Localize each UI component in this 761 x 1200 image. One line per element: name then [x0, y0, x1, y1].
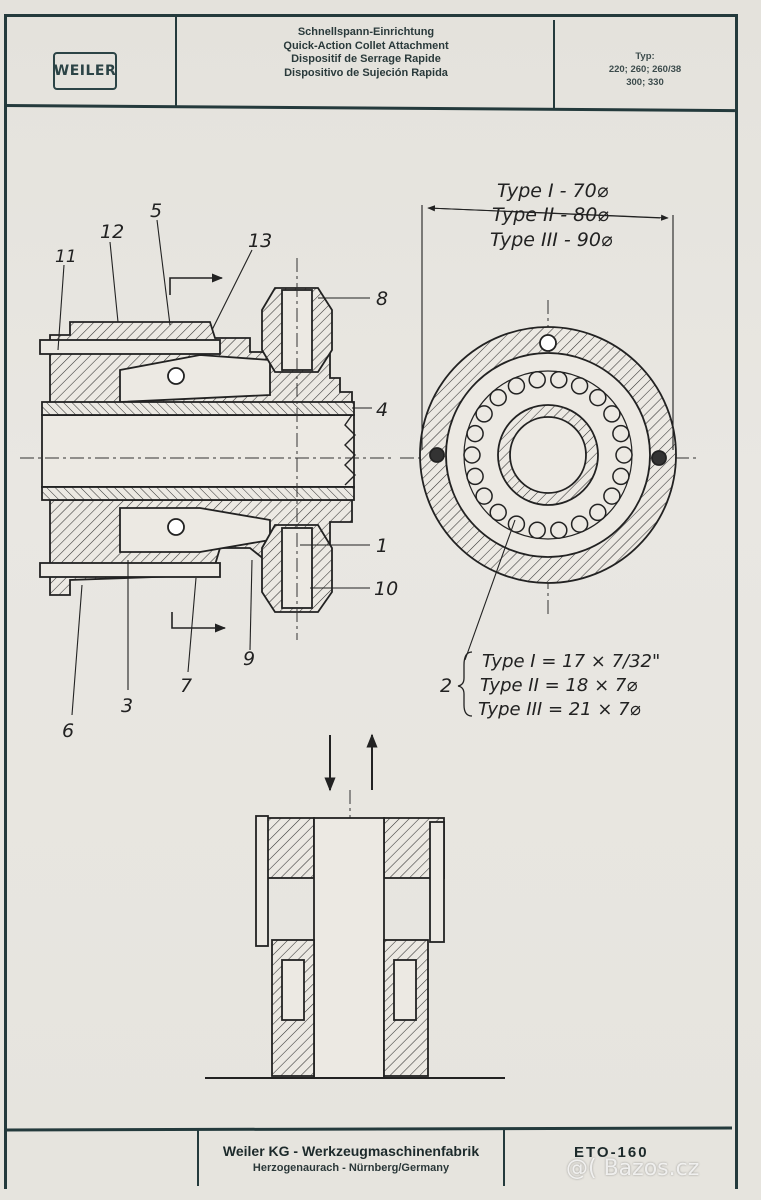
- ball-bearing: [612, 424, 630, 443]
- header-top-line: [4, 14, 735, 17]
- motion-arrows: [324, 733, 378, 792]
- ball-bearing: [603, 405, 621, 423]
- type-block: Typ: 220; 260; 260/38 300; 330: [560, 50, 730, 89]
- diameter-spec-type-3: Type III - 90⌀: [490, 229, 613, 251]
- ball-bearing: [570, 377, 589, 395]
- leader-lines: [57, 219, 372, 716]
- diameter-spec-type-2: Type II - 80⌀: [492, 204, 609, 226]
- bottom-detail-view: [205, 815, 505, 1079]
- part-label-10: 10: [374, 578, 398, 600]
- ball-bearing: [589, 503, 607, 522]
- footer-company-block: Weiler KG - Werkzeugmaschinenfabrik Herz…: [200, 1142, 502, 1176]
- part-label-4: 4: [376, 399, 388, 421]
- type-line-2: 300; 330: [626, 77, 664, 88]
- ball-bearing: [507, 515, 526, 533]
- ball-ring: [463, 371, 633, 539]
- part-label-12: 12: [100, 221, 124, 243]
- weiler-logo: WEILER: [53, 52, 117, 90]
- front-view: [419, 326, 677, 584]
- diameter-dimension: [421, 205, 674, 661]
- document-code: ETO-160: [574, 1144, 649, 1161]
- ball-bearing: [570, 515, 589, 533]
- part-label-5: 5: [150, 200, 162, 222]
- company-location: Herzogenaurach - Nürnberg/Germany: [252, 1162, 450, 1174]
- spec-brace: [457, 651, 473, 717]
- header-divider-1: [175, 16, 177, 106]
- part-label-8: 8: [376, 288, 388, 310]
- type-line-1: 220; 260; 260/38: [608, 64, 682, 75]
- ball-bearing: [550, 371, 568, 389]
- title-line-fr: Dispositif de Serrage Rapide: [291, 53, 441, 65]
- part-label-7: 7: [180, 675, 192, 697]
- type-label: Typ:: [635, 51, 655, 62]
- header-divider-2: [553, 20, 555, 108]
- title-line-es: Dispositivo de Sujeción Rapida: [284, 66, 448, 79]
- part-label-9: 9: [243, 648, 255, 670]
- section-arrows: [169, 273, 227, 633]
- footer-top-line: [3, 1126, 733, 1132]
- part-label-2: 2: [440, 675, 452, 697]
- bazos-watermark: @( Bazos.cz: [566, 1156, 700, 1181]
- ball-bearing: [507, 377, 526, 395]
- ball-bearing: [528, 371, 546, 389]
- ball-bearing: [463, 446, 481, 464]
- ball-bearing: [489, 388, 507, 407]
- part-label-6: 6: [62, 720, 74, 742]
- ball-bearing: [615, 446, 633, 464]
- ball-spec-type-1: Type I = 17 × 7/32": [482, 651, 660, 672]
- ball-bearing: [550, 521, 568, 539]
- ball-bearing: [475, 487, 493, 505]
- ball-bearing: [612, 467, 630, 486]
- ball-bearing: [466, 467, 484, 486]
- side-section-view: [39, 287, 356, 613]
- part-label-1: 1: [376, 535, 388, 557]
- part-label-3: 3: [121, 695, 133, 717]
- diameter-spec-type-1: Type I - 70⌀: [497, 180, 609, 202]
- company-name: Weiler KG - Werkzeugmaschinenfabrik: [222, 1143, 480, 1159]
- ball-spec-type-3: Type III = 21 × 7⌀: [478, 699, 641, 720]
- ball-bearing: [528, 521, 546, 539]
- ball-bearing: [489, 503, 507, 522]
- ball-bearing: [466, 424, 484, 443]
- part-label-11: 11: [55, 247, 77, 267]
- ball-bearing: [603, 487, 621, 505]
- title-line-en: Quick-Action Collet Attachment: [283, 39, 449, 52]
- part-label-13: 13: [248, 230, 272, 252]
- ball-spec-type-2: Type II = 18 × 7⌀: [480, 675, 637, 696]
- ball-bearing: [589, 388, 607, 407]
- title-block: Schnellspann-Einrichtung Quick-Action Co…: [180, 26, 552, 80]
- title-line-de: Schnellspann-Einrichtung: [297, 26, 435, 38]
- ball-bearing: [475, 405, 493, 423]
